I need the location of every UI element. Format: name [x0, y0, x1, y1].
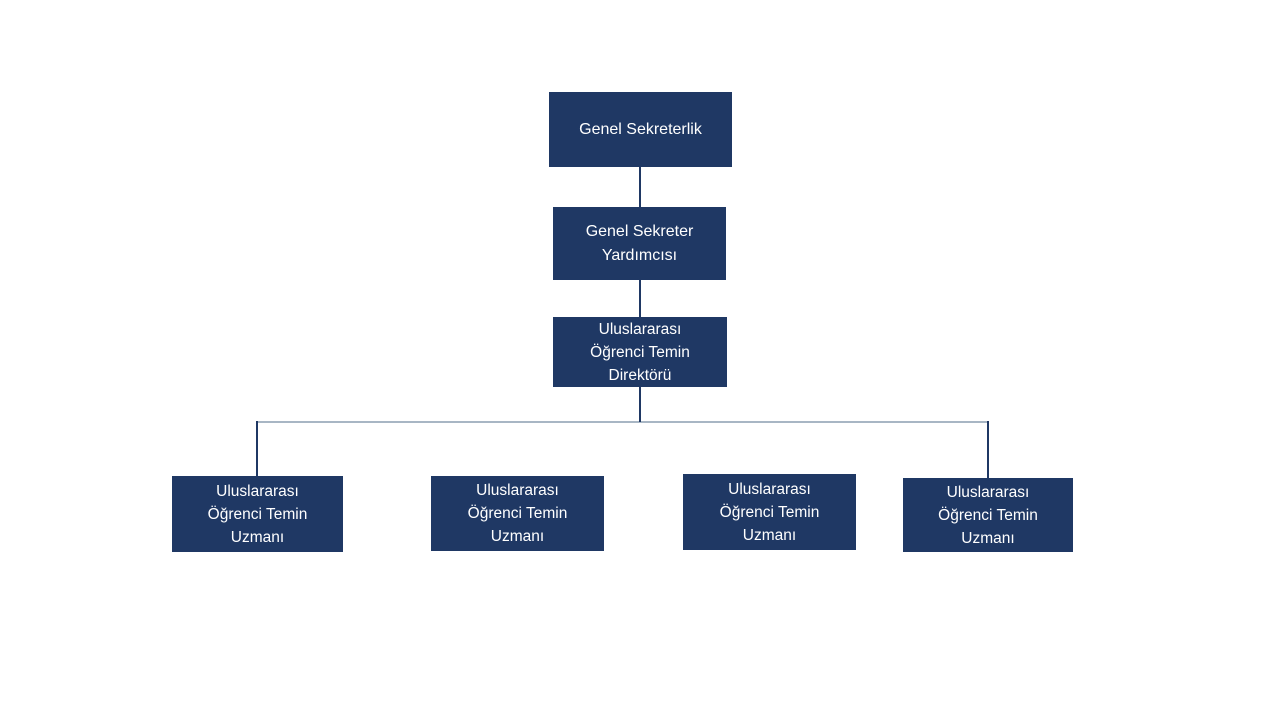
org-node-uzman-1[interactable]: Uluslararası Öğrenci Temin Uzmanı	[172, 476, 343, 552]
org-node-label: Uluslararası Öğrenci Temin Uzmanı	[938, 483, 1038, 547]
org-node-genel-sekreterlik[interactable]: Genel Sekreterlik	[549, 92, 732, 167]
connector-horizontal-bar	[256, 421, 989, 423]
connector-yardimcisi-to-direktoru	[639, 279, 641, 317]
connector-bar-to-uzman-1	[256, 421, 258, 476]
org-node-ogrenci-temin-direktoru[interactable]: Uluslararası Öğrenci Temin Direktörü	[553, 317, 727, 387]
org-node-label: Uluslararası Öğrenci Temin Uzmanı	[207, 482, 308, 546]
connector-bar-to-uzman-4	[987, 421, 989, 478]
org-node-label: Genel Sekreterlik	[579, 120, 702, 138]
connector-sekreterlik-to-yardimcisi	[639, 167, 641, 207]
org-node-label: Uluslararası Öğrenci Temin Uzmanı	[719, 480, 820, 544]
org-node-genel-sekreter-yardimcisi[interactable]: Genel Sekreter Yardımcısı	[553, 207, 726, 280]
org-node-uzman-2[interactable]: Uluslararası Öğrenci Temin Uzmanı	[431, 476, 604, 551]
org-node-uzman-4[interactable]: Uluslararası Öğrenci Temin Uzmanı	[903, 478, 1073, 552]
connector-direktoru-to-bar	[639, 387, 641, 422]
org-node-label: Genel Sekreter Yardımcısı	[585, 222, 694, 264]
org-node-label: Uluslararası Öğrenci Temin Uzmanı	[467, 482, 568, 545]
org-node-label: Uluslararası Öğrenci Temin Direktörü	[590, 320, 690, 384]
org-node-uzman-3[interactable]: Uluslararası Öğrenci Temin Uzmanı	[683, 474, 856, 550]
